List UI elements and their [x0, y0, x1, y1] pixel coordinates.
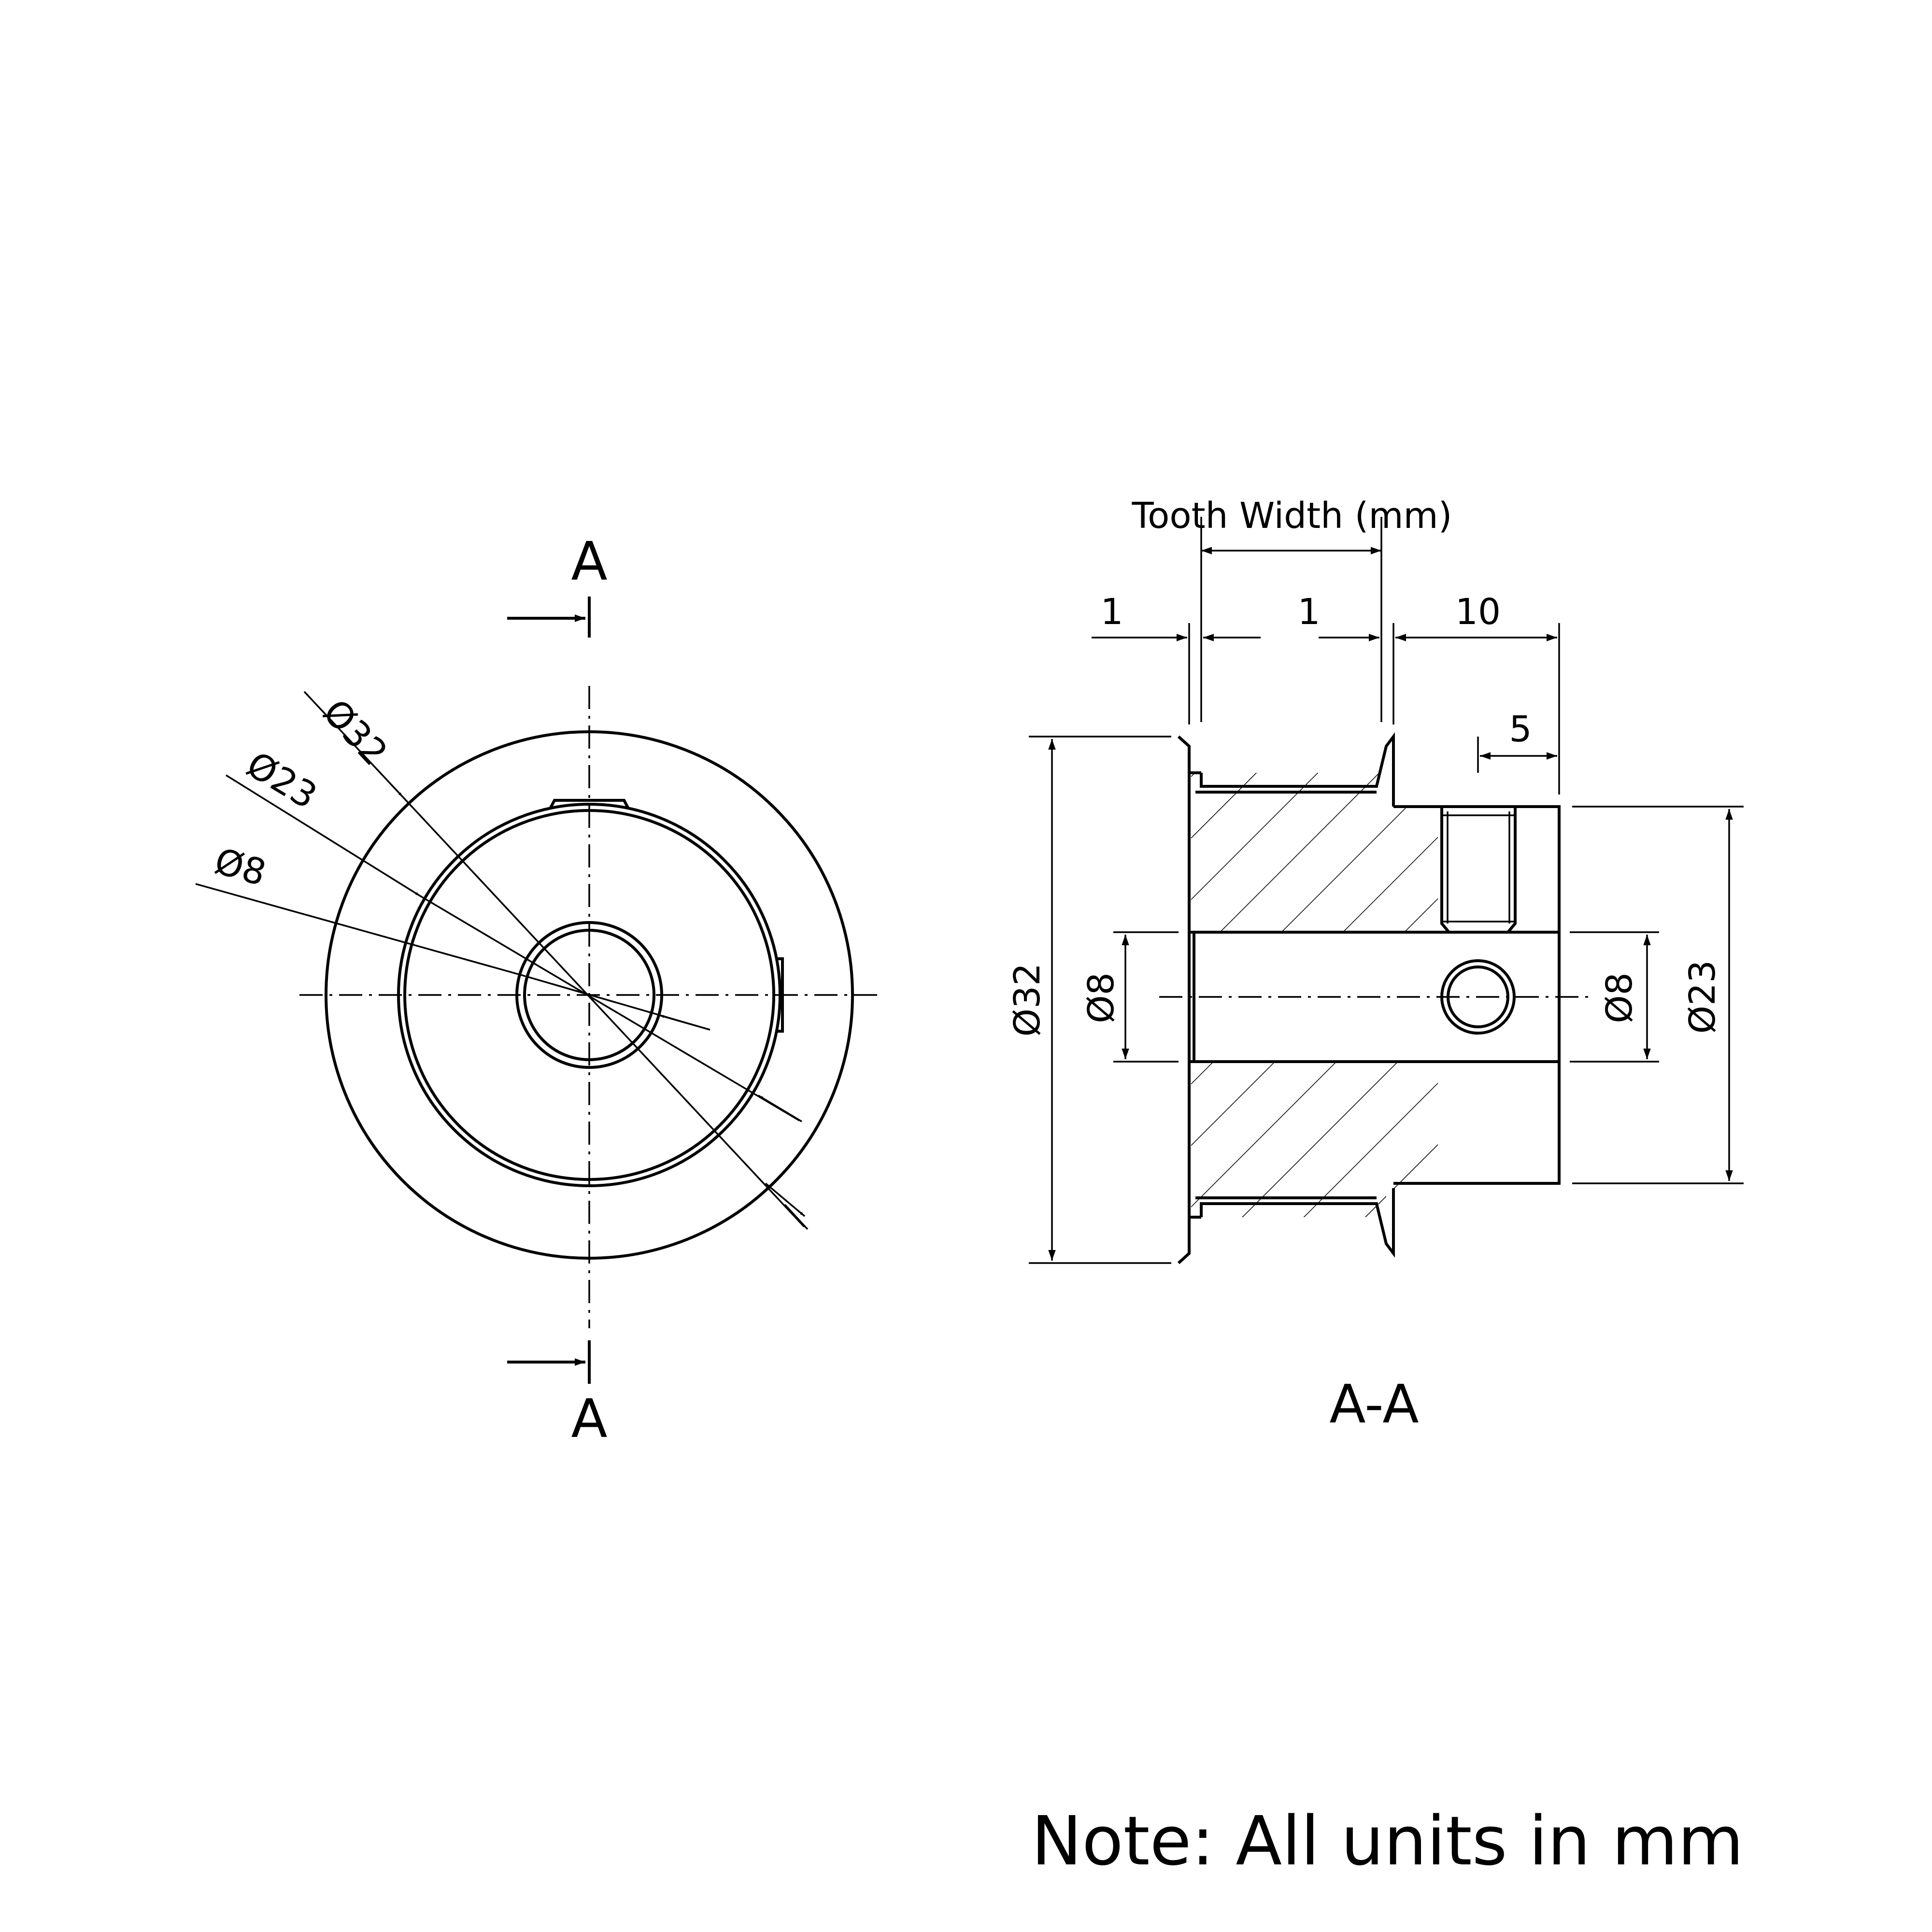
dim-bore-right: Ø8 — [1599, 972, 1640, 1023]
leader-bore-far — [659, 1014, 710, 1031]
leader-hub-far — [758, 1094, 802, 1122]
leader-outer — [303, 691, 404, 798]
set-screw-boss-top — [549, 799, 629, 809]
dim-hub-length: 10 — [1455, 591, 1501, 633]
leader-outer-far — [784, 1204, 809, 1230]
leader-outer-through — [402, 796, 805, 1228]
dim-hub-dia: Ø23 — [1682, 960, 1723, 1034]
leader-hub-through — [420, 895, 800, 1122]
section-label-top: A — [571, 530, 607, 592]
section-view: Tooth Width (mm) 1 1 10 5 Ø32 Ø8 Ø8 Ø23 — [1007, 495, 1744, 1435]
leader-outer-far-arrow — [765, 1182, 806, 1217]
front-view: A A Ø32 Ø23 Ø8 — [195, 530, 884, 1449]
bore-outer-circle — [515, 921, 663, 1069]
dim-bore-left: Ø8 — [1080, 972, 1122, 1023]
cross-hole-outer — [1440, 959, 1516, 1035]
tooth-groove-bottom — [1200, 1188, 1395, 1258]
set-screw — [1440, 805, 1517, 934]
hub-inner-circle — [403, 809, 775, 1181]
section-label-bottom: A — [571, 1388, 607, 1449]
dim-hub-diameter: Ø23 — [240, 744, 324, 817]
dim-outer-dia-section: Ø32 — [1007, 963, 1048, 1037]
hub-outer-circle — [397, 803, 781, 1187]
hatch-top — [1191, 773, 1438, 932]
dim-set-screw: 5 — [1509, 709, 1532, 750]
leader-hub — [226, 774, 421, 897]
leader-bore — [195, 883, 524, 977]
left-flange-outline — [1177, 735, 1191, 1264]
set-screw-boss-right — [775, 957, 784, 1033]
bore-inner-circle — [523, 929, 655, 1061]
dim-bore-diameter: Ø8 — [210, 840, 270, 895]
dim-tooth-width: 1 — [1297, 591, 1320, 633]
dim-outer-diameter: Ø32 — [315, 692, 396, 774]
cross-hole-inner — [1447, 966, 1509, 1028]
set-screw-hole-mask — [1438, 806, 1511, 932]
tooth-groove-top — [1200, 732, 1395, 807]
label-tooth-width: Tooth Width (mm) — [1131, 495, 1452, 537]
dim-flange-left: 1 — [1100, 591, 1123, 633]
section-title: A-A — [1329, 1373, 1419, 1435]
units-note: Note: All units in mm — [1031, 1802, 1744, 1881]
outer-flange-circle — [325, 730, 854, 1260]
